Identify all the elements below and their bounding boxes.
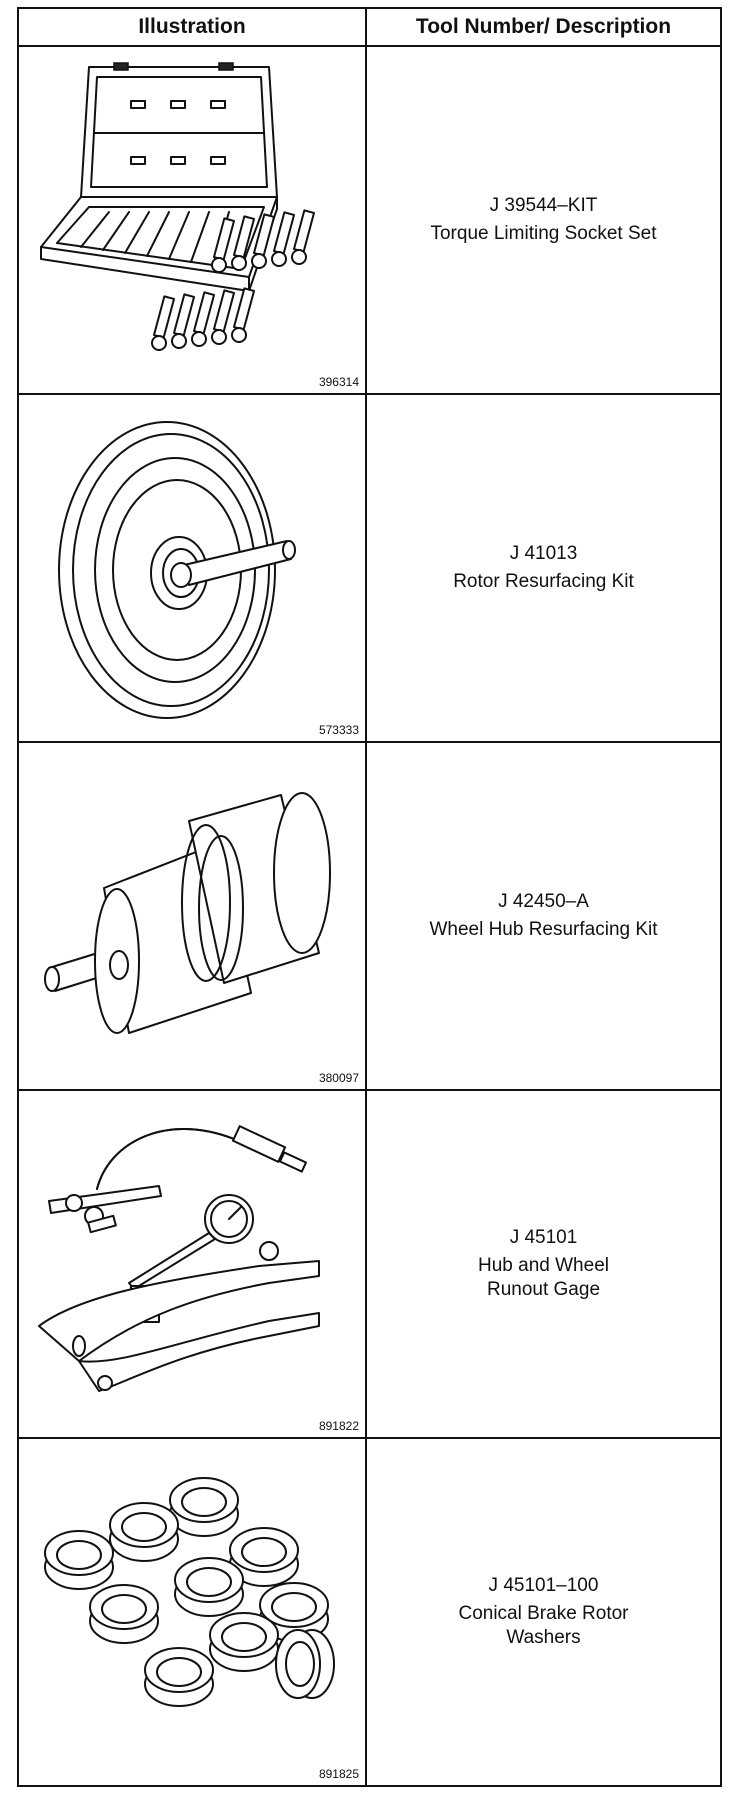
tool-number: J 39544–KIT: [489, 195, 598, 216]
tool-description: Hub and Wheel Runout Gage: [478, 1255, 609, 1300]
tool-number: J 45101–100: [488, 1575, 599, 1596]
figure-number: 396314: [318, 375, 359, 389]
illustration-cell: 573333: [17, 393, 367, 743]
table-row: 380097 J 42450–A Wheel Hub Resurfacing K…: [17, 741, 722, 1091]
runout-gage-illustration: [38, 1125, 320, 1392]
illustration-cell: 396314: [17, 45, 367, 395]
tool-description-cell: J 41013 Rotor Resurfacing Kit: [365, 393, 722, 743]
tool-number: J 42450–A: [498, 891, 589, 912]
tool-description-cell: J 42450–A Wheel Hub Resurfacing Kit: [365, 741, 722, 1091]
figure-number: 380097: [318, 1071, 359, 1085]
tool-description: Torque Limiting Socket Set: [430, 223, 657, 244]
figure-number: 891825: [318, 1767, 359, 1781]
tool-description-cell: J 39544–KIT Torque Limiting Socket Set: [365, 45, 722, 395]
table-row: 891822 J 45101 Hub and Wheel Runout Gage: [17, 1089, 722, 1439]
special-tools-table: Illustration Tool Number/ Description: [17, 7, 722, 1787]
table-header-row: Illustration Tool Number/ Description: [17, 7, 722, 47]
tool-description-cell: J 45101 Hub and Wheel Runout Gage: [365, 1089, 722, 1439]
tool-description: Wheel Hub Resurfacing Kit: [429, 919, 658, 940]
tool-description-cell: J 45101–100 Conical Brake Rotor Washers: [365, 1437, 722, 1787]
figure-number: 891822: [318, 1419, 359, 1433]
socket-set-case-illustration: [40, 62, 316, 351]
tool-description: Rotor Resurfacing Kit: [453, 571, 634, 592]
illustration-cell: 380097: [17, 741, 367, 1091]
illustration-cell: 891825: [17, 1437, 367, 1787]
hub-cylinder-illustration: [44, 792, 331, 1034]
header-tool-number-description: Tool Number/ Description: [365, 7, 722, 47]
table-row: 396314 J 39544–KIT Torque Limiting Socke…: [17, 45, 722, 395]
tool-description: Conical Brake Rotor Washers: [458, 1603, 629, 1648]
tool-number: J 45101: [509, 1227, 578, 1248]
illustration-cell: 891822: [17, 1089, 367, 1439]
conical-washers-illustration: [44, 1477, 335, 1707]
figure-number: 573333: [318, 723, 359, 737]
rotor-disc-illustration: [58, 421, 296, 719]
table-row: 573333 J 41013 Rotor Resurfacing Kit: [17, 393, 722, 743]
tool-number: J 41013: [509, 543, 578, 564]
table-row: 891825 J 45101–100 Conical Brake Rotor W…: [17, 1437, 722, 1787]
header-illustration: Illustration: [17, 7, 367, 47]
